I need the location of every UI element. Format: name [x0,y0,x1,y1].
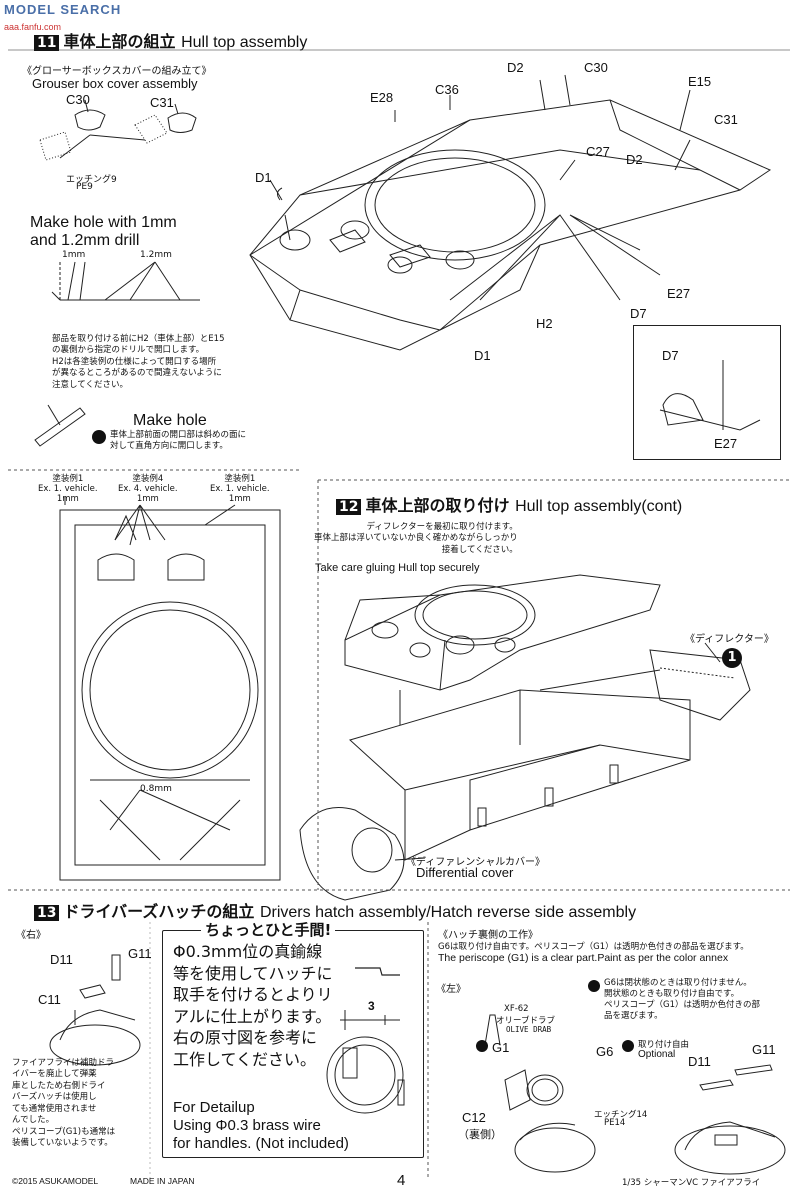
part-label-c27: C27 [586,144,610,159]
grouser-title-jp: 《グローサーボックスカバーの組み立て》 [22,66,212,77]
optional-icon [622,1040,634,1052]
step-title-en: Hull top assembly [181,34,308,51]
caution-icon [588,980,600,992]
part-label-g6: G6 [596,1044,614,1059]
tip-dimension: 3 [368,999,375,1013]
drill-title: Make hole with 1mm and 1.2mm drill [30,214,177,249]
paint-name-en: OLIVE DRAB [506,1025,552,1034]
grouser-title-en: Grouser box cover assembly [32,76,198,91]
plan-ex1-right-en: Ex. 1. vehicle. [210,484,270,495]
plan-ex4-en: Ex. 4. vehicle. [118,484,178,495]
caution-icon [92,430,106,444]
plan-ex4-jp: 塗装例4 [132,474,164,484]
part-label-d1: D1 [255,170,272,185]
inset-label-d7: D7 [662,348,679,363]
footer-made-in: MADE IN JAPAN [130,1176,195,1186]
part-label-d7: D7 [630,306,647,321]
plan-ex4: 塗装例4 Ex. 4. vehicle. 1mm [118,474,178,505]
plan-ex4-size: 1mm [136,494,159,505]
part-label-g1: G1 [492,1040,510,1055]
drill-size-1mm: 1mm [62,250,86,260]
step-number: 11 [34,35,60,51]
footer-product: 1/35 シャーマンVC ファイアフライ [622,1178,761,1188]
step-title-en: Hull top assembly(cont) [515,498,683,515]
c12-reverse-label: （裏側） [458,1128,502,1141]
step-title-jp: 車体上部の組立 [63,32,176,51]
plan-ex1-right-size: 1mm [228,494,251,505]
part-label-e28: E28 [370,90,394,105]
drill-size-1-2mm: 1.2mm [140,250,172,260]
part-label-c11: C11 [38,992,61,1007]
paint-code: XF-62 [504,1004,529,1014]
part-label-d1-lower: D1 [474,348,491,363]
plan-rear-size: 0.8mm [140,784,172,794]
tip-title: ちょっとひと手間! [201,919,336,940]
detail-inset-d7-e27: D7 E27 [633,325,781,460]
inset-label-e27: E27 [714,436,738,451]
firefly-note-jp: ファイアフライは補助ドラ イバーを廃止して弾薬 庫としたため右側ドライ バーズハ… [12,1058,116,1149]
part-label-e27: E27 [667,286,691,301]
reverse-title: 《ハッチ裏側の工作》 [438,930,538,941]
diff-cover-jp: 《ディファレンシャルカバー》 [406,857,545,868]
part-label-h2: H2 [536,316,553,331]
watermark-subtext: aaa.fanfu.com [4,22,62,32]
part-label-d2-right: D2 [626,152,643,167]
drill-note-jp: 部品を取り付ける前にH2（車体上部）とE15 の裏側から指定のドリルで開口します… [52,334,225,390]
step12-note-jp: ディフレクターを最初に取り付けます。 車体上部は浮いていないか良く確かめながらし… [314,522,518,555]
diff-cover-en: Differential cover [416,865,514,880]
detail-tip-box: ちょっとひと手間! Φ0.3mm位の真鍮線 等を使用してハッチに 取手を付けると… [162,919,424,1158]
optional-jp: 取り付け自由 [638,1040,690,1050]
part-label-c36: C36 [435,82,459,97]
part-label-c30-hull: C30 [584,60,608,75]
part-label-c12: C12 [462,1110,486,1125]
part-label-d11-left: D11 [688,1054,711,1069]
footer-copyright: ©2015 ASUKAMODEL [12,1176,99,1186]
part-label-e15: E15 [688,74,712,89]
step-title-jp: ドライバーズハッチの組立 [63,902,255,921]
part-label-c30: C30 [66,92,90,107]
page-number: 4 [397,1172,406,1189]
optional-en: Optional [638,1049,676,1060]
tip-text-jp: Φ0.3mm位の真鍮線 等を使用してハッチに 取手を付けるとよりリ アルに仕上が… [173,942,333,1069]
step12-note-en: Take care gluing Hull top securely [315,562,480,574]
part-label-d11-right: D11 [50,952,73,967]
part-label-d2: D2 [507,60,524,75]
deflector-label-jp: 《ディフレクター》 [685,634,774,645]
etch-label-jp: エッチング9 [66,175,117,185]
etch14-jp: エッチング14 [594,1110,648,1120]
reverse-note-en: The periscope (G1) is a clear part.Paint… [438,952,729,964]
closed-note-jp: G6は閉状態のときは取り付けません。 開状態のときも取り付け自由です。 ペリスコ… [604,978,760,1022]
left-hatch-label: 《左》 [436,984,466,995]
plan-ex1-left-en: Ex. 1. vehicle. [38,484,98,495]
part-label-g11-left: G11 [752,1042,776,1057]
step-number: 12 [336,499,362,515]
plan-ex1-left-size: 1mm [56,494,79,505]
plan-ex1-left: 塗装例1 Ex. 1. vehicle. 1mm [38,474,98,505]
step-title-en: Drivers hatch assembly/Hatch reverse sid… [259,904,637,921]
paint-name-jp: オリーブドラブ [496,1016,555,1026]
caution-icon [476,1040,488,1052]
right-hatch-label: 《右》 [16,930,46,941]
part-label-c31-hull: C31 [714,112,738,127]
reverse-note-jp: G6は取り付け自由です。ペリスコープ（G1）は透明か色付きの部品を選びます。 [438,942,749,952]
plan-ex1-right-jp: 塗装例1 [224,474,256,484]
deflector-order-badge: 1 [722,648,742,668]
watermark-logo: MODEL SEARCH [4,2,122,17]
etch14-en: PE14 [604,1118,626,1128]
etch-label-en: PE9 [76,182,93,192]
step-number: 13 [34,905,60,921]
make-hole-title: Make hole [133,412,207,429]
part-label-g11-right: G11 [128,946,152,961]
make-hole-note-jp: 車体上部前面の開口部は斜めの面に 対して直角方向に開口します。 [110,430,247,452]
step-title-jp: 車体上部の取り付け [365,496,510,515]
plan-ex1-left-jp: 塗装例1 [52,474,84,484]
plan-ex1-right: 塗装例1 Ex. 1. vehicle. 1mm [210,474,270,505]
part-label-c31: C31 [150,95,174,110]
tip-text-en: For Detailup Using Φ0.3 brass wire for h… [173,1099,349,1152]
